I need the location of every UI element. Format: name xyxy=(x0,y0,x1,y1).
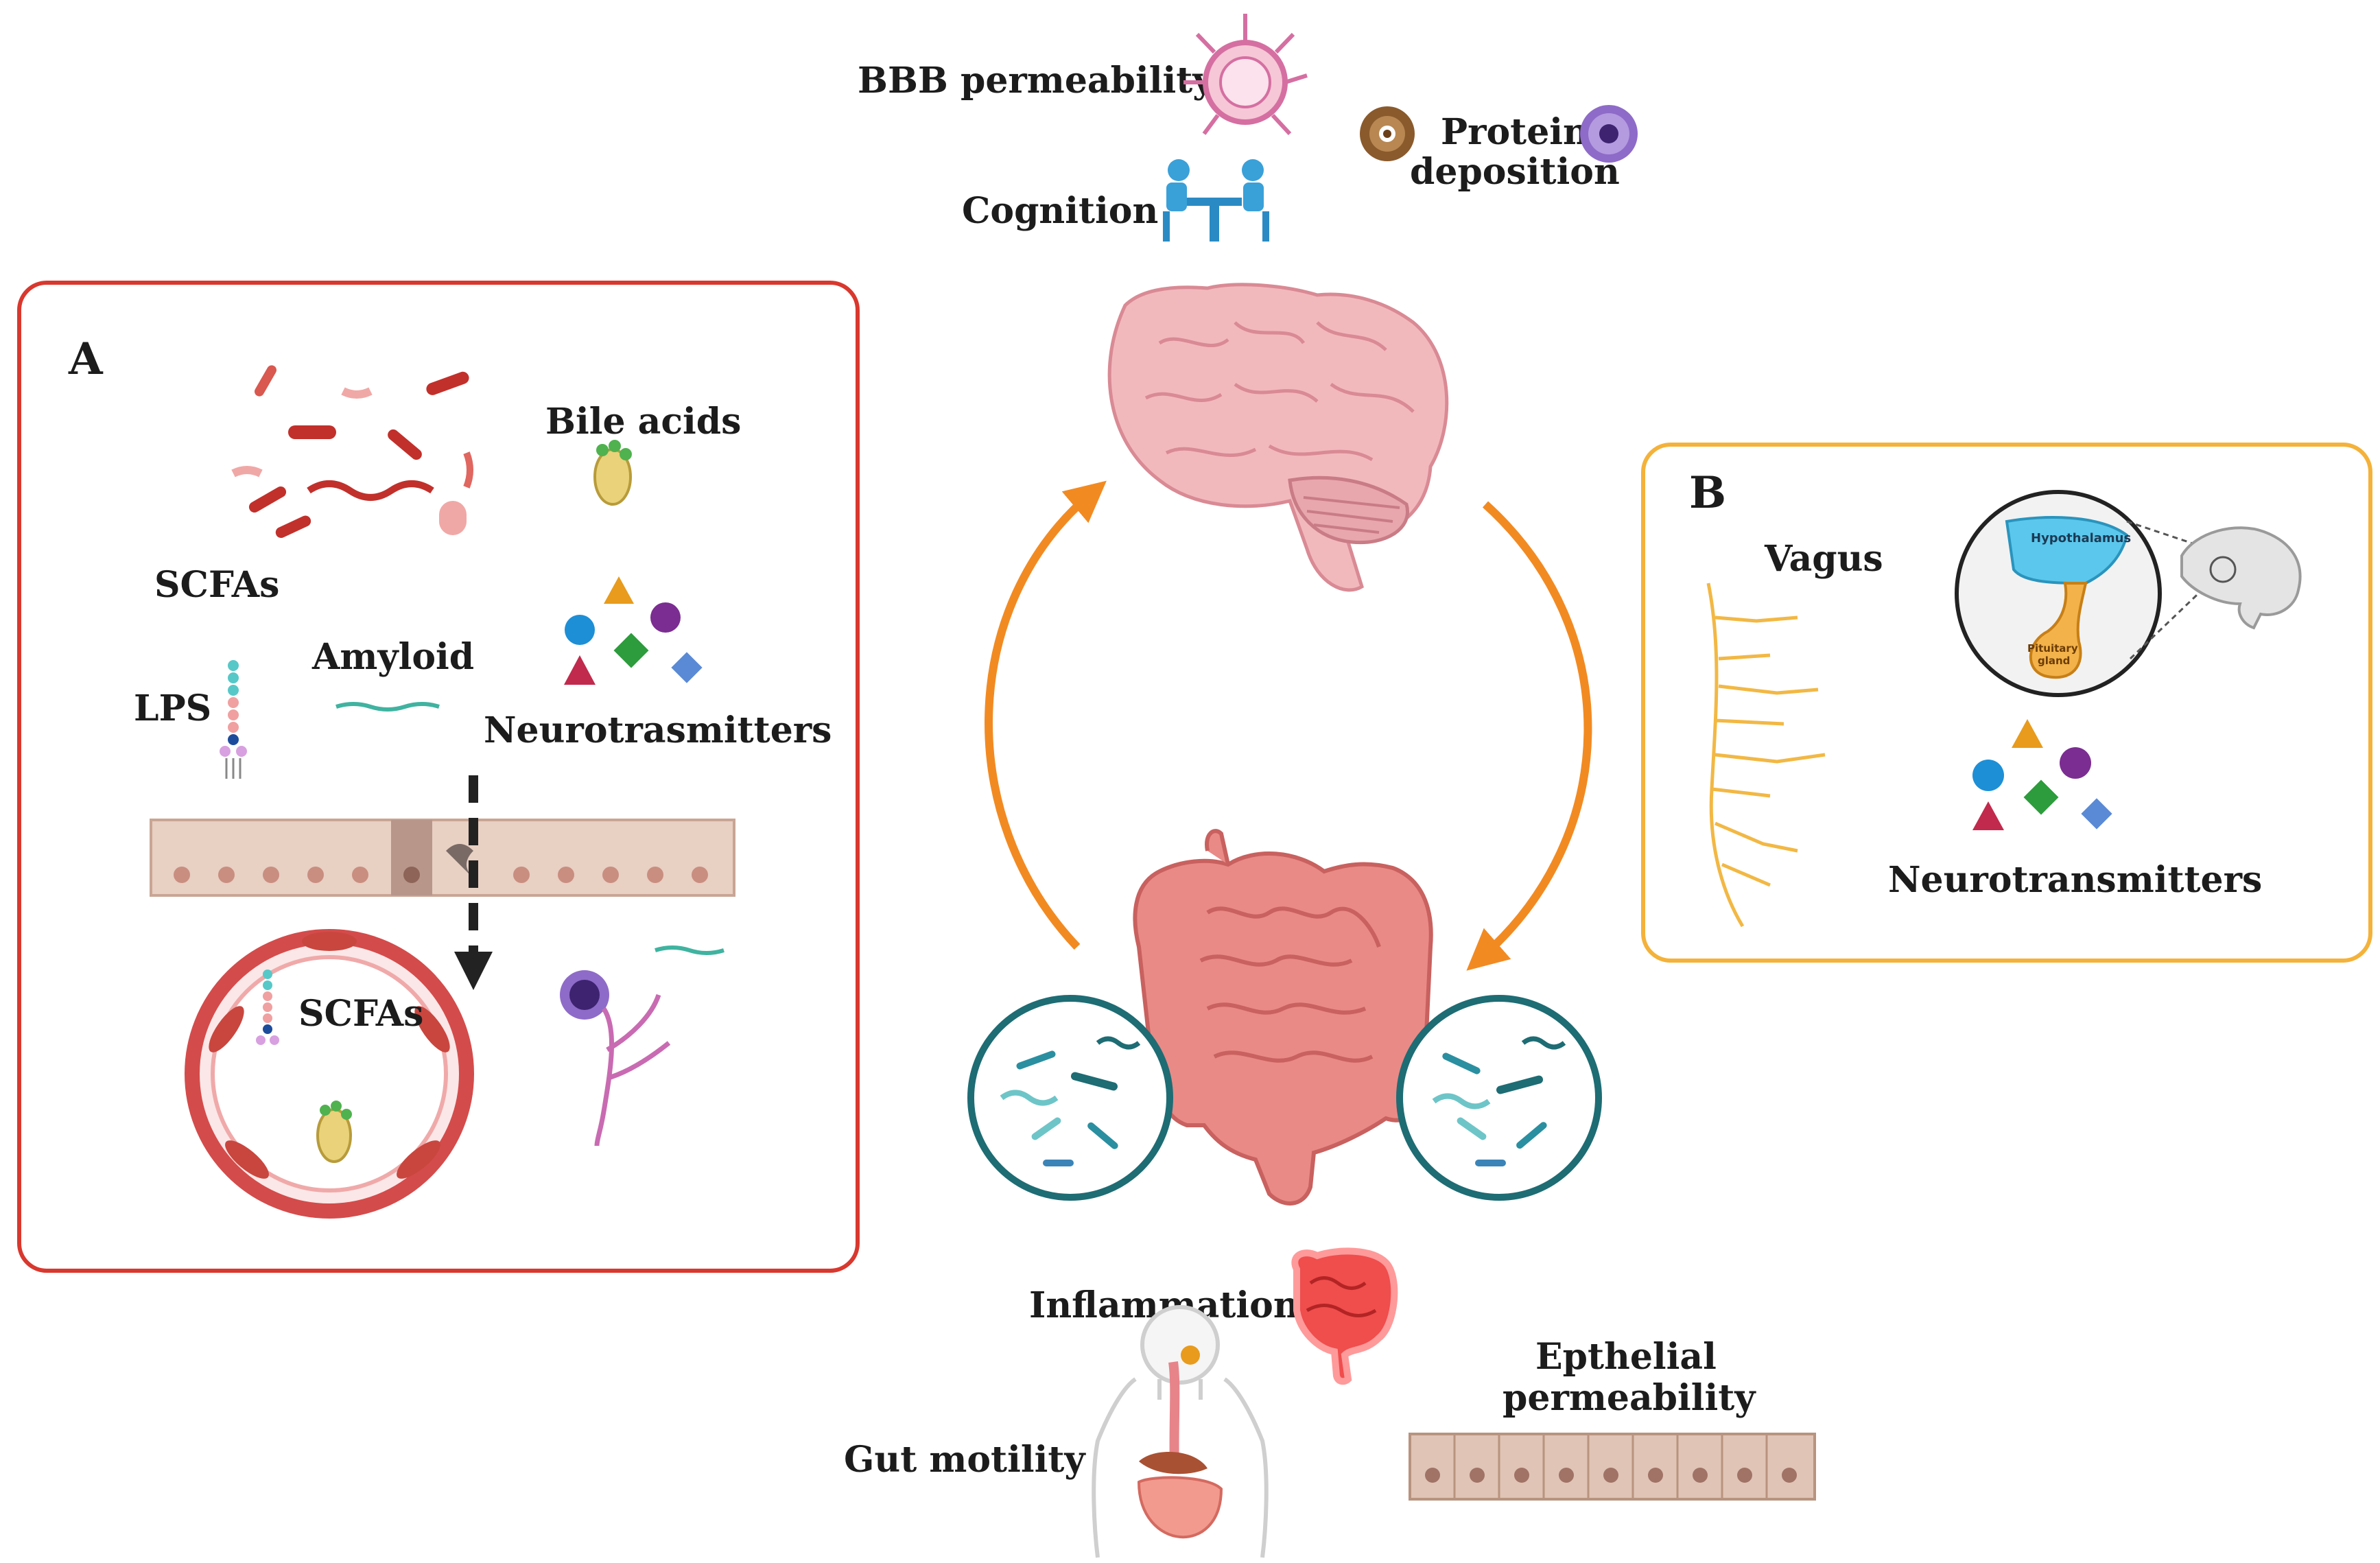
cognition-label: Cognition xyxy=(962,190,1158,232)
hypothalamus-label: Hypothalamus xyxy=(2031,531,2131,545)
amyloid-fibril-icon-2 xyxy=(655,945,724,955)
bbb-cell-icon xyxy=(1183,14,1308,136)
lps-molecule-vessel-icon xyxy=(256,969,279,1045)
gut-to-brain-arrow xyxy=(985,480,1107,950)
gut-motility-group: Gut motility xyxy=(844,1305,1269,1558)
protein-label-line2: deposition xyxy=(1410,151,1620,193)
panel-a-border xyxy=(17,281,860,1273)
vagus-nerve-icon xyxy=(1706,583,1826,928)
neurotransmitter-shapes-a xyxy=(564,576,703,685)
bile-acid-vessel-icon xyxy=(316,1101,352,1163)
neurotransmitters-label-a: Neurotrasmitters xyxy=(484,709,832,751)
bile-acid-icon xyxy=(593,440,632,506)
amyloid-label: Amyloid xyxy=(311,636,474,678)
brain-to-gut-arrow xyxy=(1466,501,1592,971)
neurotransmitter-shapes-b xyxy=(1972,719,2112,830)
protein-deposition-group: Protein deposition xyxy=(1360,105,1638,193)
cognition-group: Cognition xyxy=(962,159,1269,242)
protein-label-line1: Protein xyxy=(1441,111,1589,153)
gut-illustration xyxy=(1133,829,1433,1206)
intestinal-epithelium-a xyxy=(150,819,735,897)
gut-motility-label: Gut motility xyxy=(844,1439,1086,1481)
cognition-people-icon xyxy=(1163,159,1269,242)
panel-b-border xyxy=(1641,443,2372,963)
brain-sagittal-icon xyxy=(2180,526,2302,630)
brain-illustration xyxy=(1107,283,1449,592)
lps-label: LPS xyxy=(134,688,211,729)
epithelial-permeability-group: Epthelial permeability xyxy=(1409,1336,1816,1501)
protein-aggregate-icon xyxy=(1360,106,1415,161)
epithelium-icon xyxy=(1409,1433,1816,1501)
hypothalamus-zoom-icon: Hypothalamus Pituitary gland xyxy=(1955,490,2211,697)
neurotransmitters-label-b: Neurotransmitters xyxy=(1888,859,2262,901)
amyloid-fibril-icon xyxy=(335,702,440,712)
bile-acids-label: Bile acids xyxy=(545,401,741,443)
neuron-microglia-icon xyxy=(560,970,671,1147)
panel-a-letter: A xyxy=(68,333,104,385)
microbiome-circle-left xyxy=(967,995,1173,1201)
microbiome-circle-right xyxy=(1396,995,1602,1201)
bbb-permeability-label: BBB permeability xyxy=(858,60,1214,102)
digestive-system-body-icon xyxy=(1092,1305,1269,1558)
blood-vessel-icon xyxy=(185,929,474,1219)
epithelial-label-line2: permeability xyxy=(1503,1377,1756,1419)
lps-molecule-icon xyxy=(220,660,247,779)
scfas-label-top: SCFAs xyxy=(154,564,279,606)
epithelial-label-line1: Epthelial xyxy=(1535,1336,1717,1378)
panel-b: B Vagus Hypothalamus Pituitary gland Neu… xyxy=(1641,443,2372,963)
bbb-permeability-group: BBB permeability xyxy=(858,14,1308,136)
panel-a: A Bile acids SCFAs Amyloid LPS xyxy=(17,281,860,1273)
pituitary-label-line1: Pituitary xyxy=(2027,642,2078,655)
bacteria-cluster-icon xyxy=(231,365,473,539)
panel-b-letter: B xyxy=(1689,467,1726,519)
inflamed-intestine-icon xyxy=(1291,1247,1398,1385)
scfas-label-vessel: SCFAs xyxy=(298,993,423,1035)
vagus-label: Vagus xyxy=(1764,538,1883,580)
pituitary-label-line2: gland xyxy=(2038,655,2070,667)
microglia-icon xyxy=(1580,105,1638,163)
